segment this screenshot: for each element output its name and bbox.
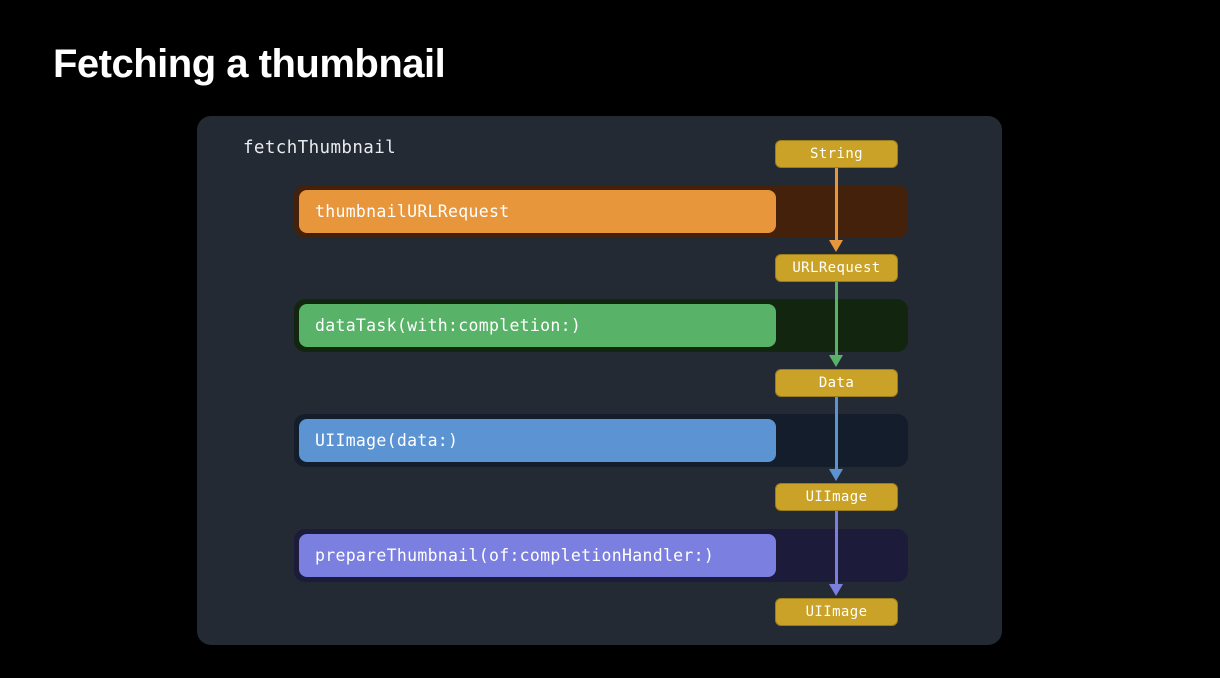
type-badge-data[interactable]: Data — [775, 369, 898, 397]
type-badge-string[interactable]: String — [775, 140, 898, 168]
arrow-string-to-urlrequest-head — [829, 240, 843, 252]
operation-data-task[interactable]: dataTask(with:completion:) — [299, 304, 776, 347]
fetch-thumbnail-diagram-card: fetchThumbnail thumbnailURLRequest dataTa… — [197, 116, 1002, 645]
arrow-uiimage-to-thumbnail-head — [829, 584, 843, 596]
operation-prepare-thumbnail[interactable]: prepareThumbnail(of:completionHandler:) — [299, 534, 776, 577]
operation-prepare-thumbnail-band: prepareThumbnail(of:completionHandler:) — [294, 529, 908, 582]
operation-thumbnail-url-request-band: thumbnailURLRequest — [294, 185, 908, 238]
type-badge-urlrequest[interactable]: URLRequest — [775, 254, 898, 282]
type-badge-uiimage-1[interactable]: UIImage — [775, 483, 898, 511]
page-title: Fetching a thumbnail — [53, 42, 446, 86]
arrow-urlrequest-to-data-head — [829, 355, 843, 367]
operation-data-task-band: dataTask(with:completion:) — [294, 299, 908, 352]
operation-thumbnail-url-request-label: thumbnailURLRequest — [315, 202, 510, 221]
operation-uiimage-init-label: UIImage(data:) — [315, 431, 459, 450]
operation-uiimage-init-band: UIImage(data:) — [294, 414, 908, 467]
operation-prepare-thumbnail-label: prepareThumbnail(of:completionHandler:) — [315, 546, 715, 565]
arrow-data-to-uiimage-head — [829, 469, 843, 481]
function-name-label: fetchThumbnail — [243, 138, 397, 158]
operation-data-task-label: dataTask(with:completion:) — [315, 316, 582, 335]
type-badge-uiimage-2[interactable]: UIImage — [775, 598, 898, 626]
operation-thumbnail-url-request[interactable]: thumbnailURLRequest — [299, 190, 776, 233]
operation-uiimage-init[interactable]: UIImage(data:) — [299, 419, 776, 462]
